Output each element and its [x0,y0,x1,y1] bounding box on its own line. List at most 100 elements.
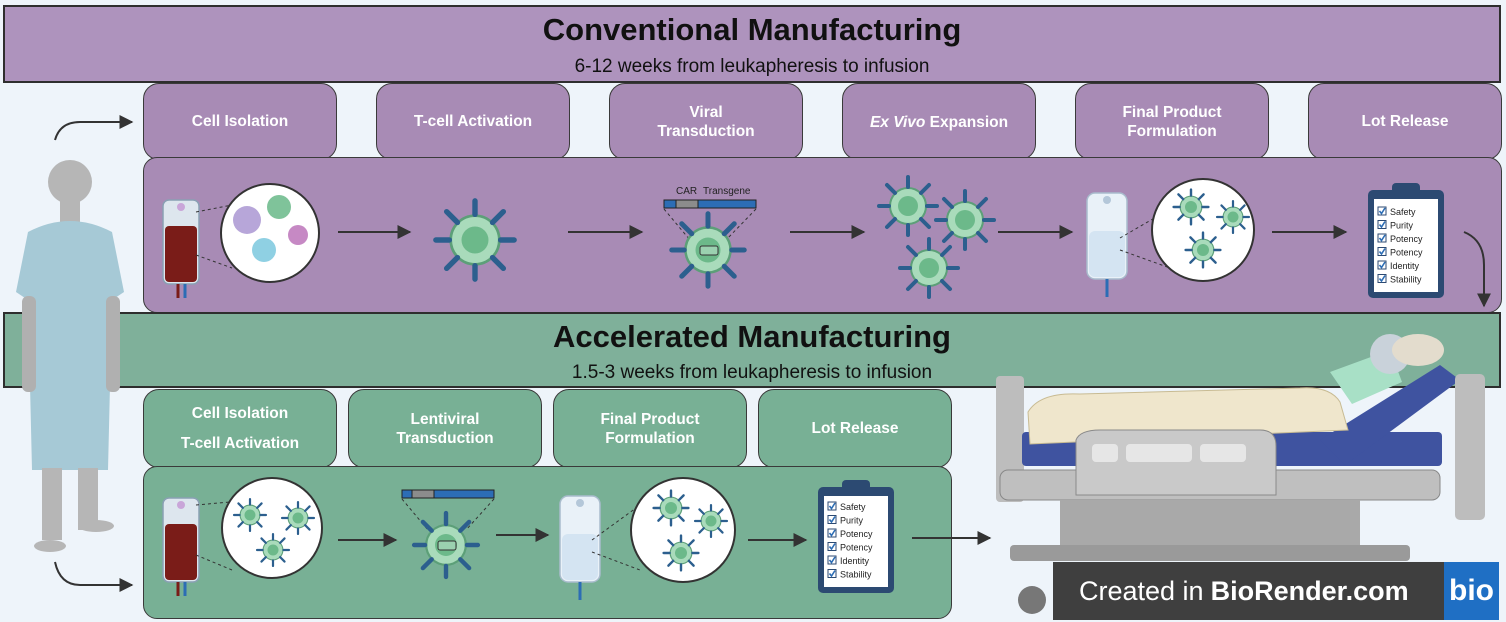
checklist-item: Stability [840,570,872,580]
patient-standing-icon [16,160,124,552]
blood-bag-icon [161,198,201,300]
conventional-title: Conventional Manufacturing [542,12,962,47]
step-label: Lot Release [811,420,899,437]
step-label-rest: Expansion [925,114,1009,131]
checkbox-icon [1377,274,1387,283]
zoom-line [195,204,233,213]
final-product-magnifier [630,477,736,583]
checkbox-icon [1377,206,1387,216]
car-label: CAR [676,186,697,197]
step-label-line2: Transduction [657,122,755,140]
conventional-subtitle: 6-12 weeks from leukapheresis to infusio… [574,56,930,77]
step-label-line2: Formulation [1127,122,1217,140]
checkbox-icon [1377,247,1387,256]
checkbox-icon [827,528,837,538]
step-label-line1: Lentiviral [410,410,480,428]
t-cell-icon [436,201,514,279]
patient-in-bed-icon [996,334,1485,614]
step-label-line1: Final Product [1122,103,1222,121]
checkbox-icon [827,501,837,511]
checkbox-icon [1377,260,1387,270]
checklist-item: Potency [840,529,873,539]
step-label-line2: Transduction [396,429,494,447]
checkmark-icon [1378,261,1386,269]
lentiviral-vector-icon [401,489,495,577]
zoom-line [195,554,233,571]
checkbox-icon [827,542,837,551]
watermark-brand: BioRender.com [1210,575,1409,606]
step-lot-release: Lot Release [1308,83,1502,160]
watermark-prefix: Created in [1079,575,1204,606]
accelerated-title: Accelerated Manufacturing [553,319,951,354]
checkmark-icon [828,543,836,551]
conventional-process-panel [143,157,1502,313]
blood-bag-icon [161,496,201,598]
checklist-item: Potency [1390,234,1423,244]
checklist-item: Safety [1390,207,1416,217]
step-lot-release: Lot Release [758,389,952,468]
step-viral-transduction: Viral Transduction [609,83,803,160]
expanded-t-cells-icon [877,175,996,299]
arrow-into-accelerated [54,561,134,592]
zoom-line [591,551,641,571]
checkmark-icon [1378,275,1386,283]
checkmark-icon [828,502,836,510]
conventional-header: Conventional Manufacturing 6-12 weeks fr… [3,5,1501,83]
checklist-item: Potency [1390,248,1423,258]
step-label-line2: T-cell Activation [180,435,300,453]
arrow-into-conventional [54,115,134,141]
iv-bag-icon [1085,191,1129,299]
viral-vector-icon: CAR Transgene [663,186,757,286]
step-label: Lot Release [1361,113,1449,130]
checklist-item: Identity [1390,261,1420,271]
checkbox-icon [827,555,837,565]
step-label: Cell Isolation [191,113,289,130]
accelerated-header: Accelerated Manufacturing 1.5-3 weeks fr… [3,312,1501,388]
clipboard-checklist-icon: SafetyPurityPotencyPotencyIdentityStabil… [1368,183,1444,298]
checkmark-icon [828,529,836,537]
step-ex-vivo-expansion: Ex Vivo Expansion [842,83,1036,160]
checkbox-icon [827,515,837,524]
checklist-item: Safety [840,502,866,512]
step-label-line1: Cell Isolation [191,404,289,422]
checklist-item: Purity [840,516,864,526]
transgene-label: Transgene [703,186,751,197]
leukapheresis-cells-magnifier [220,183,320,283]
step-label: T-cell Activation [413,113,533,130]
activated-cells-magnifier [221,477,323,579]
checklist-item: Potency [840,543,873,553]
checkbox-icon [827,569,837,578]
checkbox-icon [1377,220,1387,229]
step-final-product-formulation: Final Product Formulation [1075,83,1269,160]
step-lentiviral-transduction: Lentiviral Transduction [348,389,542,468]
step-label-line2: Formulation [605,429,695,447]
step-label-italic: Ex Vivo [869,114,926,131]
zoom-line [195,254,233,269]
checklist-item: Purity [1390,221,1414,231]
checkmark-icon [828,556,836,564]
checklist-item: Stability [1390,275,1422,285]
step-cell-isolation-activation: Cell Isolation T-cell Activation [143,389,337,468]
clipboard-checklist-icon: SafetyPurityPotencyPotencyIdentityStabil… [818,480,894,593]
arrow-to-accelerated [1463,231,1491,308]
step-final-product-formulation: Final Product Formulation [553,389,747,468]
checkmark-icon [828,516,836,524]
final-product-magnifier [1151,178,1255,282]
checkmark-icon [1378,221,1386,229]
step-t-cell-activation: T-cell Activation [376,83,570,160]
checkmark-icon [828,570,836,578]
checkmark-icon [1378,234,1386,242]
checklist-item: Identity [840,556,870,566]
checkbox-icon [1377,233,1387,243]
step-label-line1: Final Product [600,410,700,428]
accelerated-subtitle: 1.5-3 weeks from leukapheresis to infusi… [571,362,933,383]
step-cell-isolation: Cell Isolation [143,83,337,160]
zoom-line [195,501,231,506]
zoom-line [1119,249,1171,269]
checkmark-icon [1378,248,1386,256]
iv-bag-icon [558,494,602,602]
checkmark-icon [1378,207,1386,215]
